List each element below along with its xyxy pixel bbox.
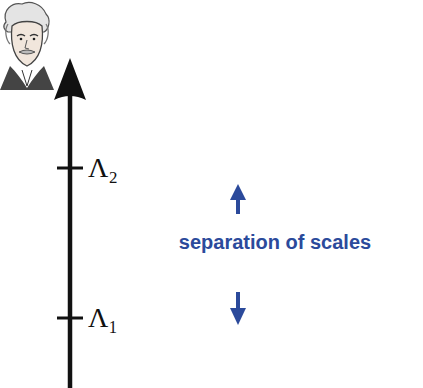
tick-mark (57, 317, 83, 320)
tick-mark (57, 167, 83, 170)
einstein-portrait (0, 2, 54, 90)
axis-arrowhead (54, 58, 86, 100)
up-arrow (230, 184, 246, 214)
annotation-text: separation of scales (179, 232, 371, 252)
scale-label: Λ₁ (88, 304, 118, 332)
axis-line (68, 92, 73, 388)
scale-label: Λ₂ (88, 154, 118, 182)
down-arrow (230, 292, 246, 325)
